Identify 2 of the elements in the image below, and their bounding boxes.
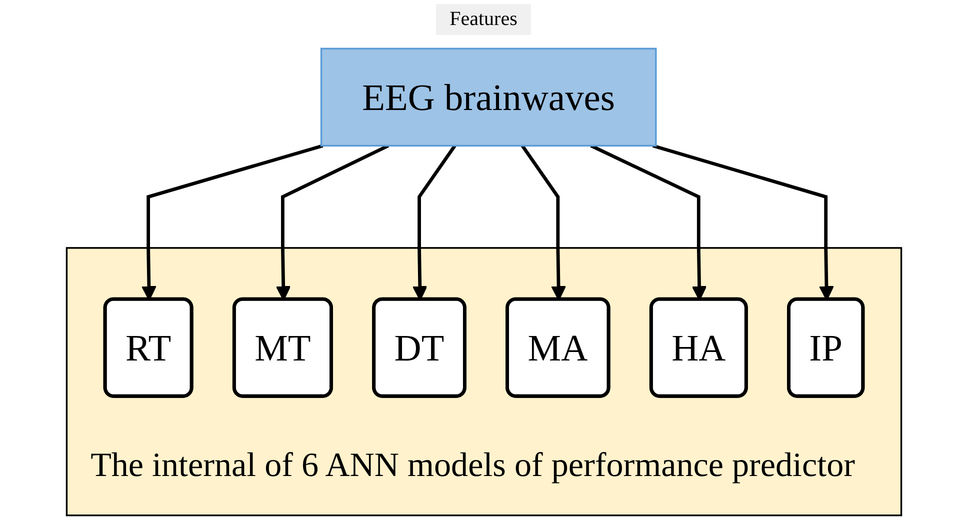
features-label: Features — [436, 4, 532, 35]
node-box: EEG brainwaves — [320, 48, 656, 147]
